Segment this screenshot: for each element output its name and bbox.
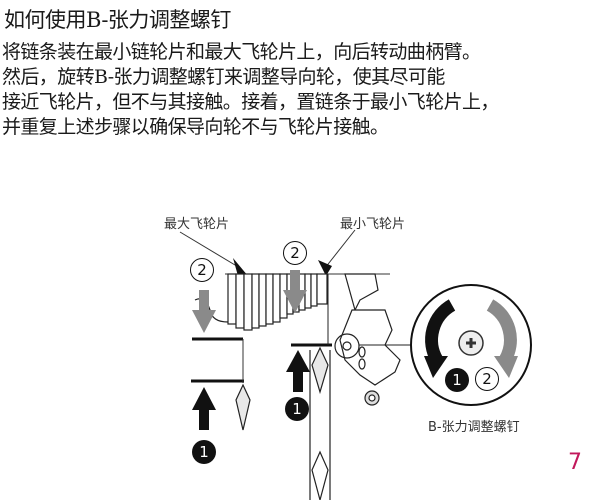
guide-pulley-icon xyxy=(311,346,329,395)
paragraph-line: 然后，旋转B-张力调整螺钉来调整导向轮，使其尽可能 xyxy=(2,66,445,88)
paragraph-line: 将链条装在最小链轮片和最大飞轮片上，向后转动曲柄臂。 xyxy=(2,41,481,63)
leader-line-largest xyxy=(179,231,241,269)
step-2-marker: 2 xyxy=(190,258,214,282)
paragraph-line: 接近飞轮片，但不与其接触。接着，置链条于最小飞轮片上， xyxy=(2,91,499,113)
instruction-paragraph: 将链条装在最小链轮片和最大飞轮片上，向后转动曲柄臂。 然后，旋转B-张力调整螺钉… xyxy=(2,40,499,140)
guide-pulley-icon xyxy=(235,383,251,431)
cassette-sprockets-icon xyxy=(227,273,328,331)
derailleur-body-icon xyxy=(334,273,401,406)
step-1-marker: 1 xyxy=(445,368,469,392)
step-1-marker: 1 xyxy=(192,440,216,464)
step-1-marker: 1 xyxy=(285,397,309,421)
step-2-marker: 2 xyxy=(475,367,499,391)
b-tension-screw-detail-icon xyxy=(410,284,532,406)
page-number: 7 xyxy=(568,450,582,475)
paragraph-line: 并重复上述步骤以确保导向轮不与飞轮片接触。 xyxy=(2,116,389,138)
label-largest-sprocket: 最大飞轮片 xyxy=(164,217,230,232)
page-title: 如何使用B-张力调整螺钉 xyxy=(4,8,231,32)
pointer-arrow-largest-icon xyxy=(233,258,248,276)
arrow-up-dark-icon xyxy=(192,350,310,430)
step-2-marker: 2 xyxy=(283,241,307,265)
leader-line-smallest xyxy=(324,229,356,269)
label-smallest-sprocket: 最小飞轮片 xyxy=(340,217,406,232)
pointer-arrow-smallest-icon xyxy=(318,260,332,276)
arrow-down-gray-icon xyxy=(192,270,307,333)
label-b-tension-screw: B-张力调整螺钉 xyxy=(428,420,520,435)
